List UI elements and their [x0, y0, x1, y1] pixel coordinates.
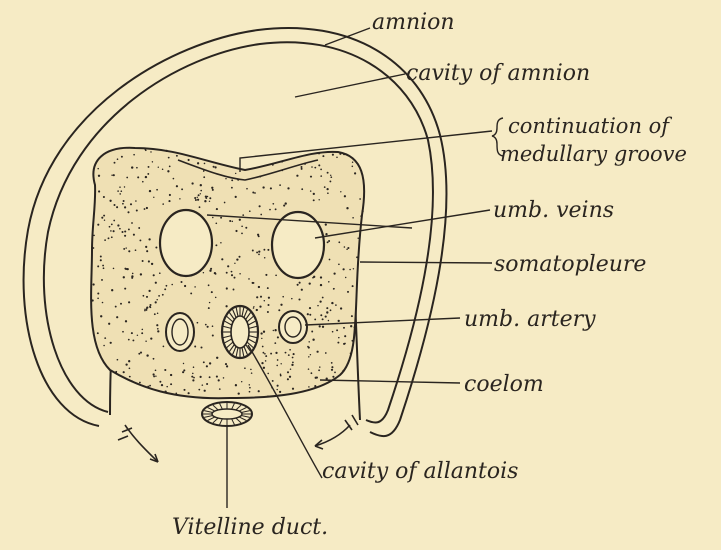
- coelom-arrow-right: [315, 415, 358, 449]
- label-umb-artery: umb. artery: [464, 307, 596, 332]
- leader-coelom: [320, 380, 460, 383]
- leader-cavity-of-amnion: [295, 74, 405, 97]
- vitelline-duct: [202, 402, 252, 426]
- label-vitelline-duct: Vitelline duct.: [172, 515, 328, 540]
- label-umb-veins: umb. veins: [493, 198, 614, 223]
- label-medullary-groove: medullary groove: [500, 142, 687, 166]
- umbilical-artery-right: [279, 311, 307, 343]
- leader-somatopleure: [360, 262, 492, 263]
- label-cavity-of-allantois: cavity of allantois: [322, 459, 518, 484]
- label-continuation-of: continuation of: [508, 114, 672, 138]
- label-amnion: amnion: [372, 10, 455, 35]
- label-somatopleure: somatopleure: [494, 252, 646, 277]
- coelom-arrow-left: [118, 425, 158, 462]
- label-cavity-of-amnion: cavity of amnion: [406, 61, 590, 86]
- umbilical-artery-left: [166, 313, 194, 351]
- umbilical-vein-left: [160, 210, 212, 276]
- label-coelom: coelom: [464, 372, 544, 397]
- allantois: [222, 306, 258, 358]
